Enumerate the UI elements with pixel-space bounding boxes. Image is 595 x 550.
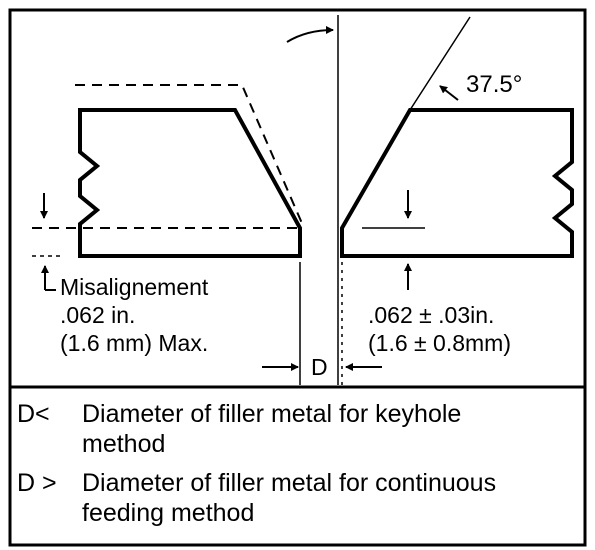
legend-text-1-line1: Diameter of filler metal for keyhole bbox=[82, 400, 461, 428]
diagram-border bbox=[8, 8, 587, 547]
misalignment-label-line2: .062 in. bbox=[60, 302, 135, 328]
right-plate bbox=[340, 108, 574, 258]
left-plate bbox=[78, 108, 302, 258]
root-opening-label-line1: .062 ± .03in. bbox=[368, 302, 494, 328]
gap-label: D bbox=[311, 354, 328, 380]
root-opening-label-line2: (1.6 ± 0.8mm) bbox=[368, 330, 511, 356]
bevel-angle-arrow bbox=[439, 85, 459, 101]
misaligned-plate-outline bbox=[75, 84, 305, 229]
bevel-angle-label: 37.5° bbox=[466, 71, 522, 98]
bevel-angle-line bbox=[409, 16, 471, 111]
legend-symbol-2: D > bbox=[17, 469, 57, 497]
centerline-arrow bbox=[286, 26, 334, 43]
misalignment-label-line1: Misalignement bbox=[60, 274, 209, 300]
misalignment-label-line3: (1.6 mm) Max. bbox=[60, 330, 208, 356]
legend-symbol-1: D< bbox=[17, 400, 50, 428]
legend-text-1-line2: method bbox=[82, 430, 165, 458]
legend-text-2-line2: feeding method bbox=[82, 499, 254, 527]
legend-text-2-line1: Diameter of filler metal for continuous bbox=[82, 469, 496, 497]
